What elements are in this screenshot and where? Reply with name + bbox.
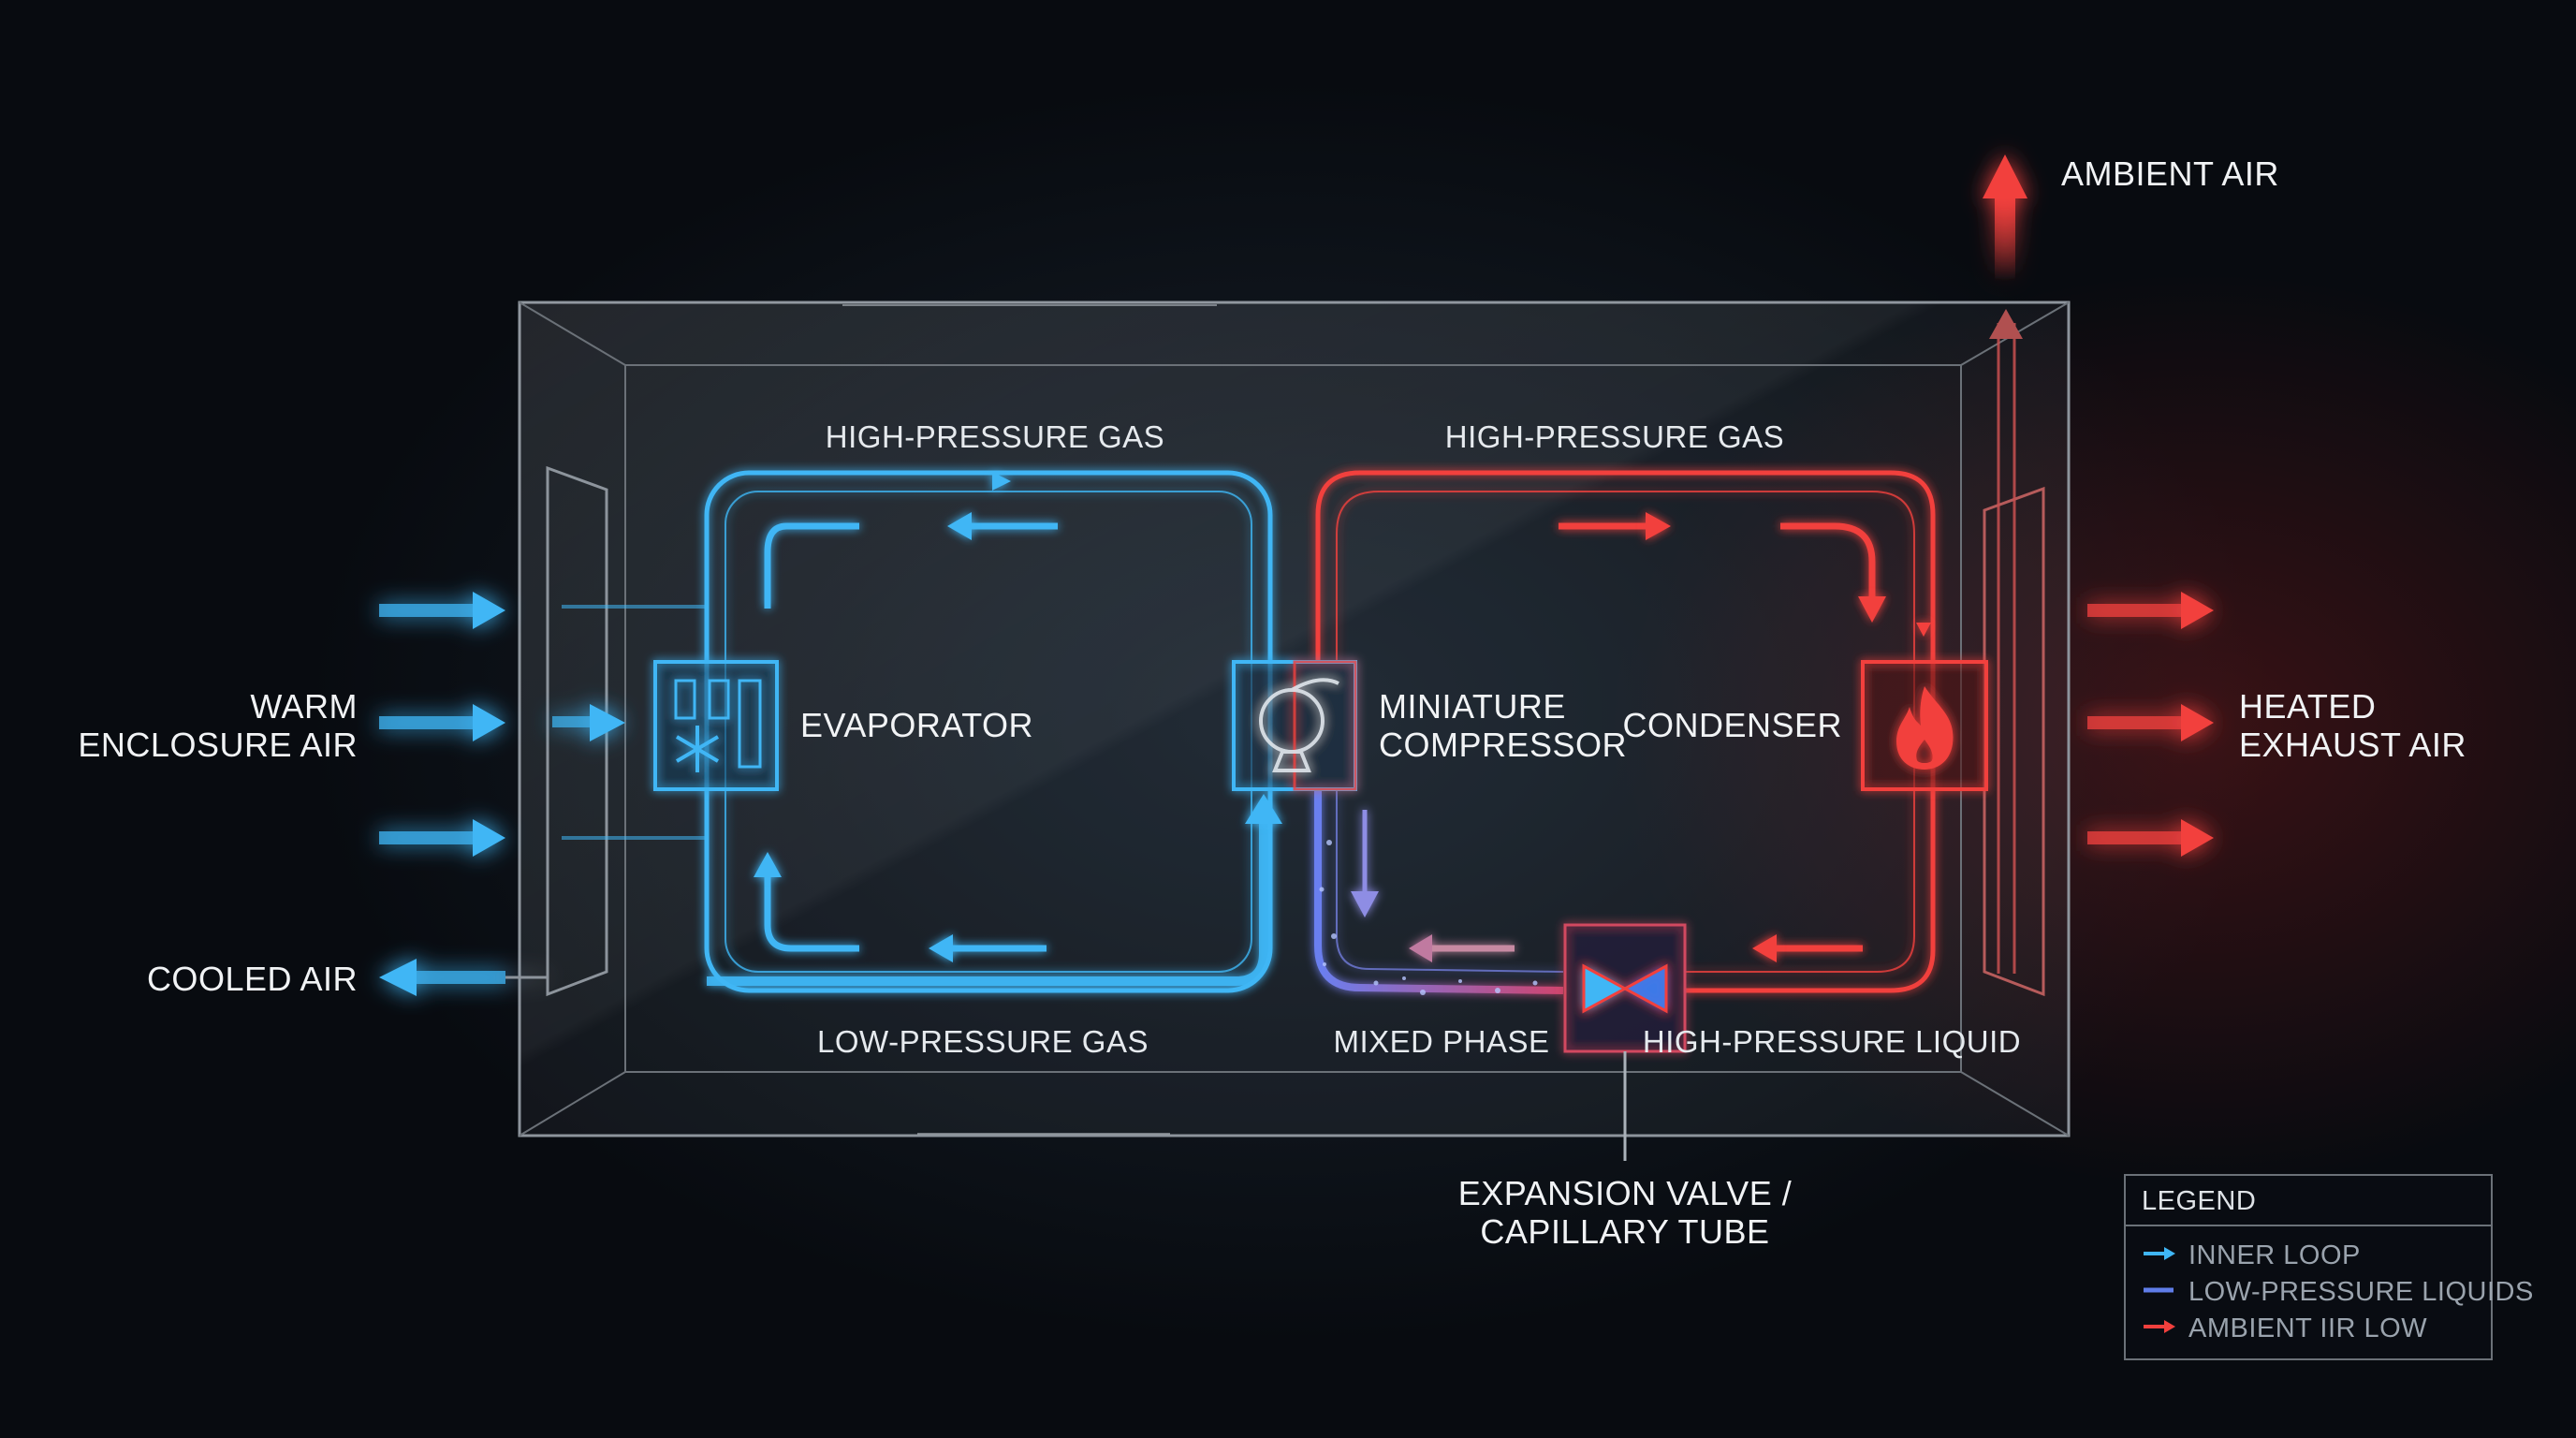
- condenser-label: CONDENSER: [1622, 706, 1842, 744]
- mixed-flow-arrows: [1351, 810, 1515, 962]
- exhaust-riser-arrowhead: [1989, 309, 2023, 339]
- hp-gas-right-label: HIGH-PRESSURE GAS: [1445, 419, 1784, 454]
- inner-hot-loop: [1315, 470, 1936, 993]
- evaporator[interactable]: [653, 660, 779, 791]
- evaporator-air-ducts: [562, 605, 707, 840]
- mixed-phase-label: MIXED PHASE: [1333, 1024, 1549, 1059]
- condenser[interactable]: [1861, 660, 1988, 791]
- expansion-valve-label-line2: CAPILLARY TUBE: [1480, 1212, 1769, 1251]
- snowflake-icon: [675, 726, 720, 772]
- mixed-phase-line: [1314, 791, 1564, 994]
- heated-exhaust-air-label-line2: EXHAUST AIR: [2239, 726, 2466, 764]
- hot-flow-arrows: [1559, 522, 1876, 952]
- compressor-label-line1: MINIATURE: [1379, 687, 1566, 726]
- cooled-air-outlet-arrow: [379, 959, 548, 996]
- warm-enclosure-air-label-line1: WARM: [250, 687, 358, 726]
- compressor-label-line2: COMPRESSOR: [1379, 726, 1627, 764]
- evaporator-label: EVAPORATOR: [800, 706, 1033, 744]
- legend-item-label: LOW-PRESSURE LIQUIDS: [2188, 1277, 2534, 1307]
- mixed-phase-particles: [1319, 840, 1538, 995]
- legend-item-inner-loop: INNER LOOP: [2144, 1240, 2361, 1270]
- hp-gas-left-label: HIGH-PRESSURE GAS: [826, 419, 1164, 454]
- legend-item-label: AMBIENT IIR LOW: [2188, 1313, 2427, 1343]
- cooled-air-label: COOLED AIR: [147, 960, 358, 998]
- valve-icon: [1582, 963, 1668, 1014]
- exhaust-riser: [1997, 323, 2016, 974]
- heated-exhaust-arrows: [2087, 592, 2214, 857]
- legend: LEGEND INNER LOOP LOW-PRESSURE LIQUIDS A…: [2124, 1174, 2534, 1360]
- warm-enclosure-air-label-line2: ENCLOSURE AIR: [78, 726, 358, 764]
- ambient-air-label: AMBIENT AIR: [2061, 154, 2279, 193]
- legend-item-label: INNER LOOP: [2188, 1240, 2361, 1270]
- legend-item-low-pressure-liquids: LOW-PRESSURE LIQUIDS: [2144, 1277, 2534, 1307]
- heated-exhaust-air-label-line1: HEATED: [2239, 687, 2376, 726]
- flame-icon: [1896, 686, 1954, 770]
- lp-gas-label: LOW-PRESSURE GAS: [817, 1024, 1149, 1059]
- right-vent: [1983, 486, 2045, 997]
- warm-air-intake-arrows: [379, 592, 625, 857]
- compressor[interactable]: [1232, 660, 1357, 791]
- cold-arrowheads: [754, 472, 1282, 962]
- legend-item-ambient: AMBIENT IIR LOW: [2144, 1313, 2427, 1343]
- compressor-icon: [1259, 678, 1339, 772]
- left-vent: [546, 465, 608, 997]
- hp-liquid-label: HIGH-PRESSURE LIQUID: [1643, 1024, 2021, 1059]
- legend-title: LEGEND: [2142, 1186, 2256, 1216]
- expansion-valve-label-line1: EXPANSION VALVE /: [1458, 1174, 1793, 1212]
- ambient-air-arrow: [1983, 154, 2027, 281]
- hot-arrowheads: [1646, 512, 1931, 962]
